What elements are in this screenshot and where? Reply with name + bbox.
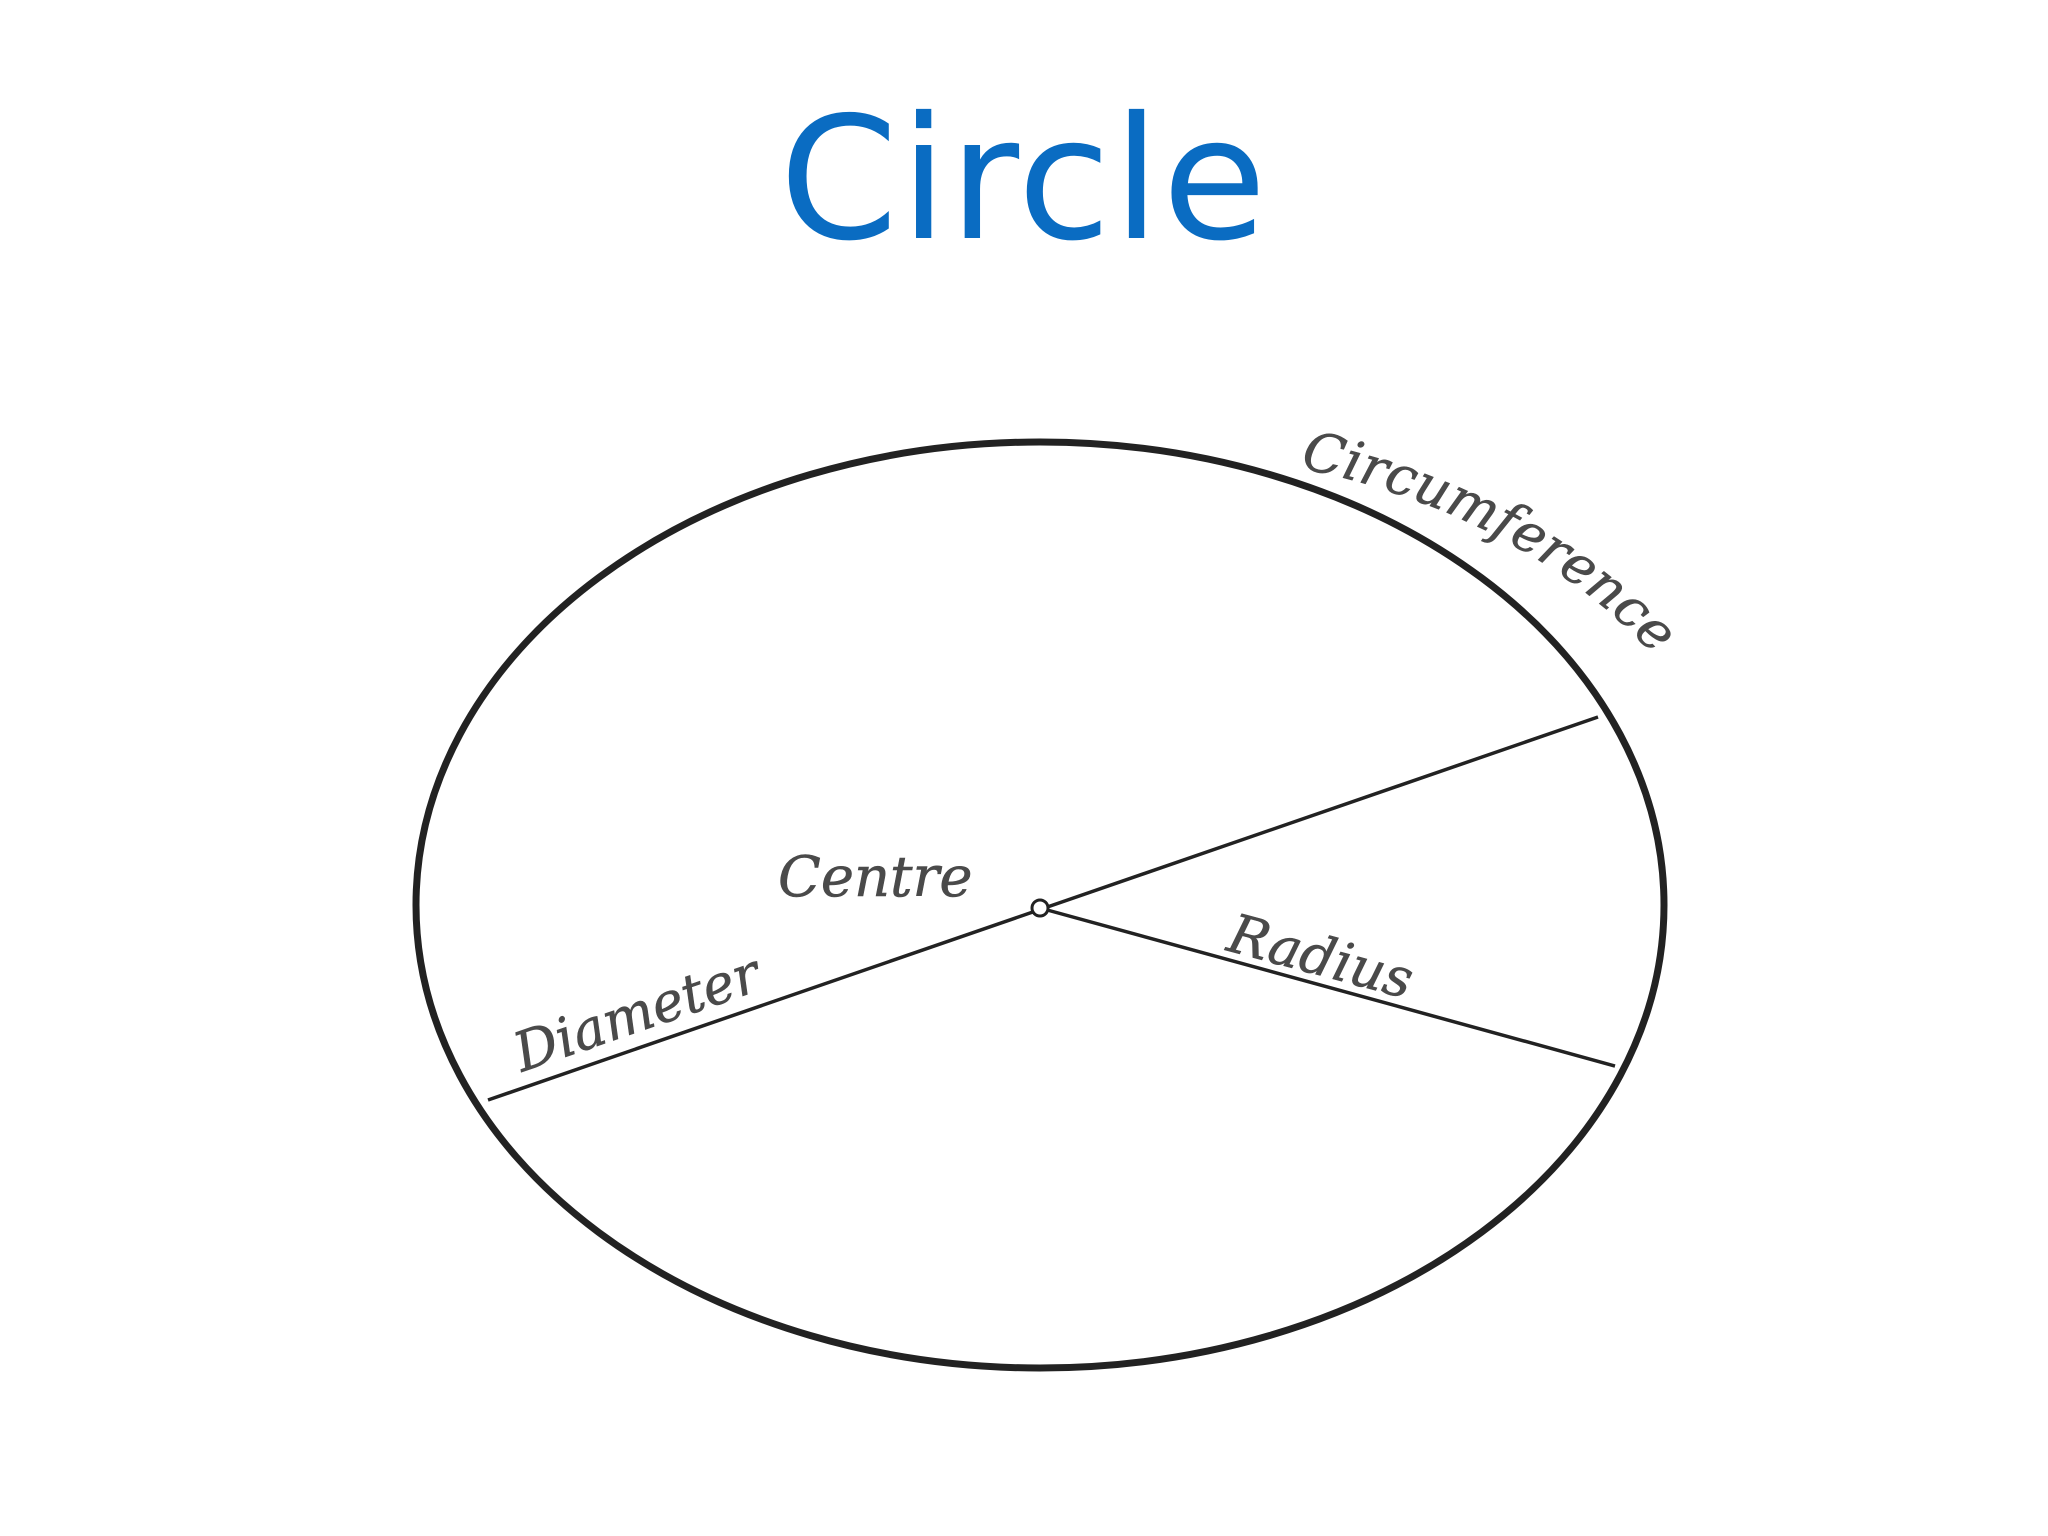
radius-line [1039, 906, 1616, 1068]
circumference-label-text: Circumference [1297, 419, 1691, 665]
centre-point [1030, 898, 1050, 918]
radius-label: Radius [1221, 901, 1420, 1011]
circle-outline [412, 438, 1668, 1372]
centre-label: Centre [778, 845, 972, 910]
circumference-label: Circumference [1297, 419, 1690, 665]
diameter-label: Diameter [505, 941, 771, 1085]
slide-title: Circle [779, 81, 1269, 279]
